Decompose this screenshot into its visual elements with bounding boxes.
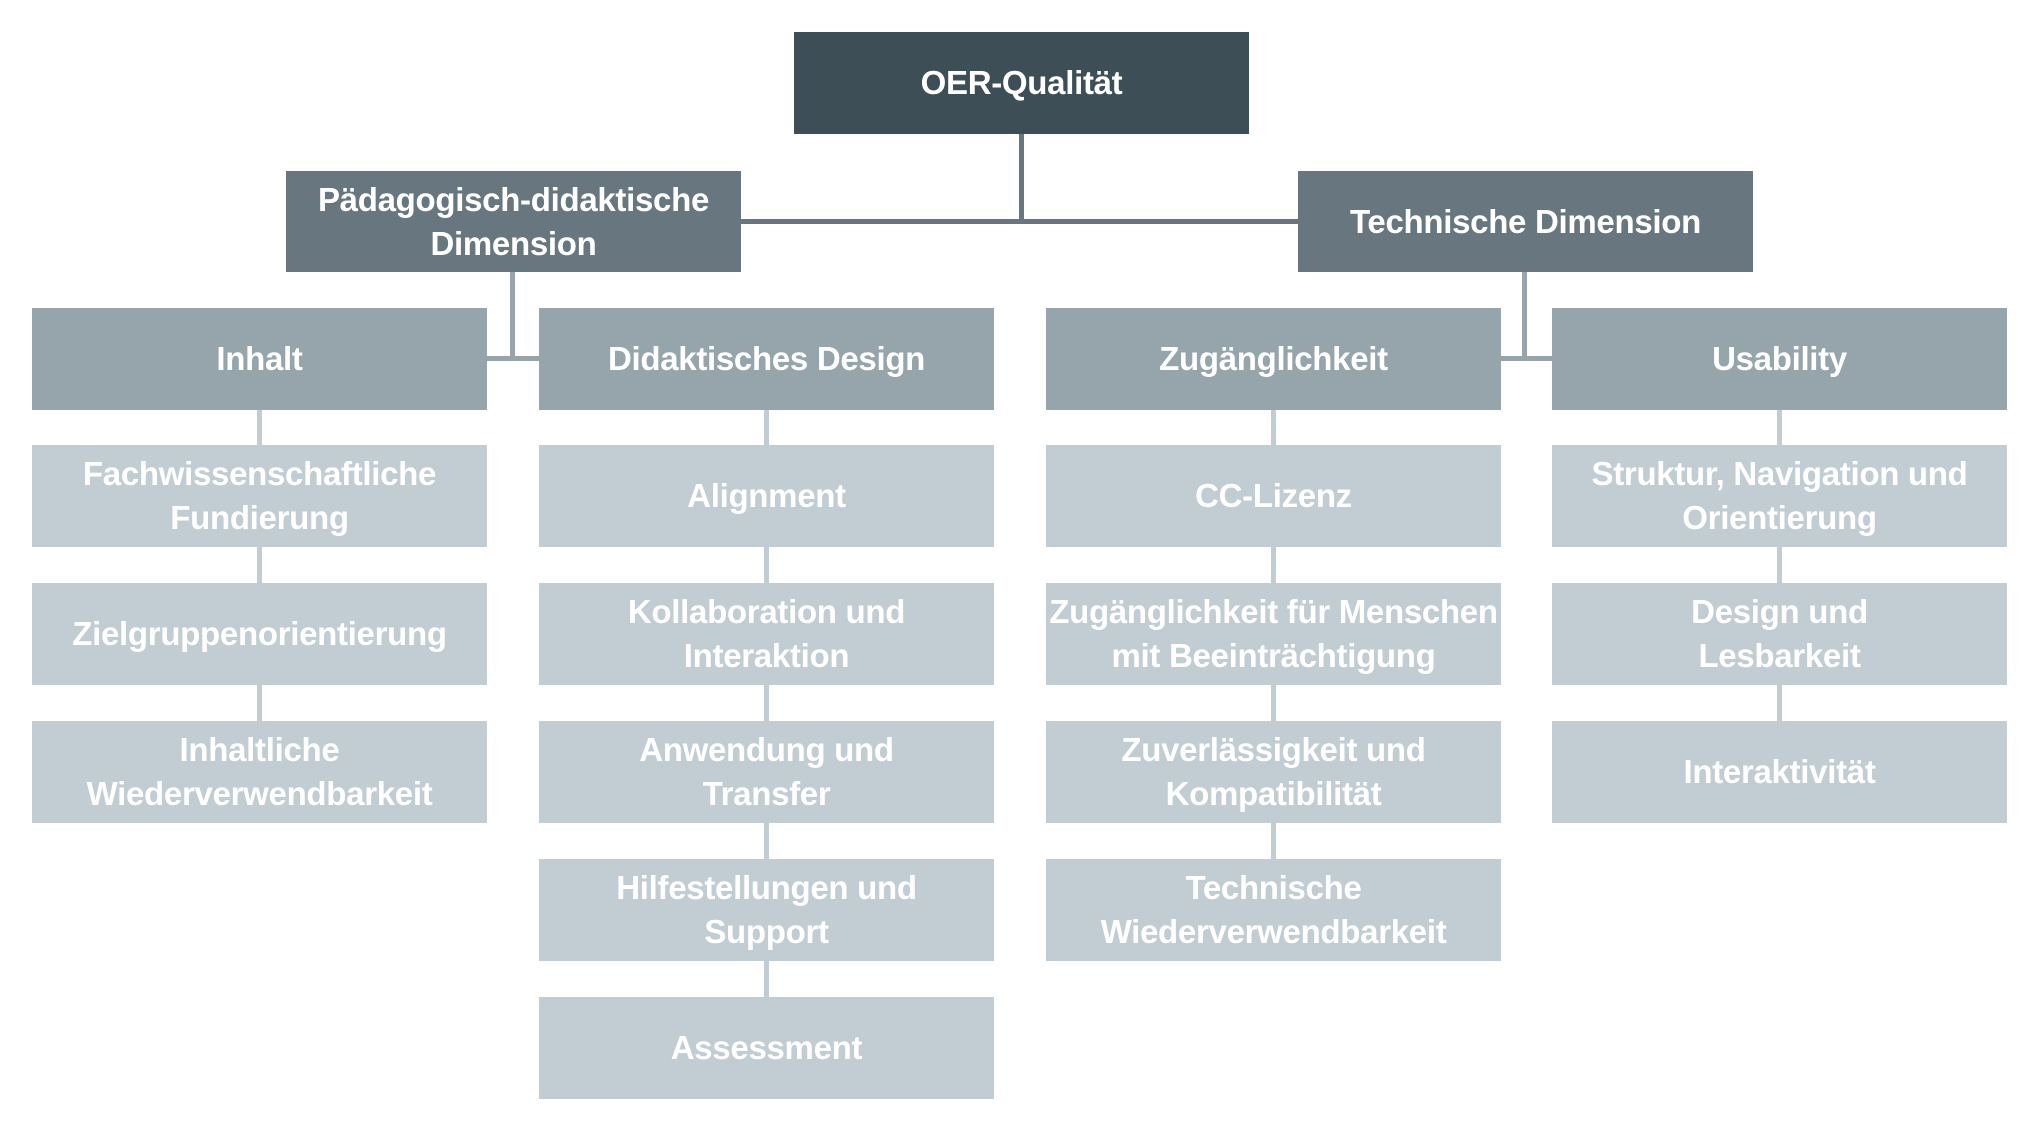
node-inhaltliche-wiederverwendbarkeit: Inhaltliche Wiederverwendbarkeit xyxy=(32,721,487,823)
node-oer-qualitaet: OER-Qualität xyxy=(794,32,1249,134)
connector-inhalt-didaktisches-stub xyxy=(487,356,539,361)
node-usability: Usability xyxy=(1552,308,2007,410)
connector-col2-gap2 xyxy=(764,547,769,583)
node-zugaenglichkeit-fuer-menschen: Zugänglichkeit für Menschen mit Beeinträ… xyxy=(1046,583,1501,685)
connector-col3-gap4 xyxy=(1271,823,1276,859)
connector-root-vertical xyxy=(1019,134,1024,224)
connector-col2-gap3 xyxy=(764,685,769,721)
node-fachwissenschaftliche-fundierung: Fachwissenschaftliche Fundierung xyxy=(32,445,487,547)
connector-col4-gap3 xyxy=(1777,685,1782,721)
node-zielgruppenorientierung: Zielgruppenorientierung xyxy=(32,583,487,685)
node-assessment: Assessment xyxy=(539,997,994,1099)
node-anwendung-und-transfer: Anwendung und Transfer xyxy=(539,721,994,823)
connector-col3-gap1 xyxy=(1271,410,1276,445)
connector-col1-gap1 xyxy=(257,410,262,445)
node-alignment: Alignment xyxy=(539,445,994,547)
node-technische-dimension: Technische Dimension xyxy=(1298,171,1753,272)
node-zuverlaessigkeit-und-kompatibilitaet: Zuverlässigkeit und Kompatibilität xyxy=(1046,721,1501,823)
connector-col1-gap3 xyxy=(257,685,262,721)
connector-technische-vertical xyxy=(1522,272,1527,361)
node-inhalt: Inhalt xyxy=(32,308,487,410)
node-paedagogisch-didaktische-dimension: Pädagogisch-didaktische Dimension xyxy=(286,171,741,272)
node-hilfestellungen-und-support: Hilfestellungen und Support xyxy=(539,859,994,961)
connector-col4-gap2 xyxy=(1777,547,1782,583)
node-didaktisches-design: Didaktisches Design xyxy=(539,308,994,410)
connector-zugaenglichkeit-usability-stub xyxy=(1501,356,1552,361)
node-interaktivitaet: Interaktivität xyxy=(1552,721,2007,823)
connector-col2-gap1 xyxy=(764,410,769,445)
connector-col3-gap3 xyxy=(1271,685,1276,721)
connector-col3-gap2 xyxy=(1271,547,1276,583)
node-struktur-navigation-orientierung: Struktur, Navigation und Orientierung xyxy=(1552,445,2007,547)
connector-dimensions-horizontal xyxy=(741,219,1298,224)
connector-paedagogisch-vertical xyxy=(510,272,515,361)
connector-col2-gap5 xyxy=(764,961,769,997)
node-kollaboration-und-interaktion: Kollaboration und Interaktion xyxy=(539,583,994,685)
connector-col1-gap2 xyxy=(257,547,262,583)
connector-col2-gap4 xyxy=(764,823,769,859)
node-design-und-lesbarkeit: Design und Lesbarkeit xyxy=(1552,583,2007,685)
connector-col4-gap1 xyxy=(1777,410,1782,445)
node-zugaenglichkeit: Zugänglichkeit xyxy=(1046,308,1501,410)
node-technische-wiederverwendbarkeit: Technische Wiederverwendbarkeit xyxy=(1046,859,1501,961)
node-cc-lizenz: CC-Lizenz xyxy=(1046,445,1501,547)
